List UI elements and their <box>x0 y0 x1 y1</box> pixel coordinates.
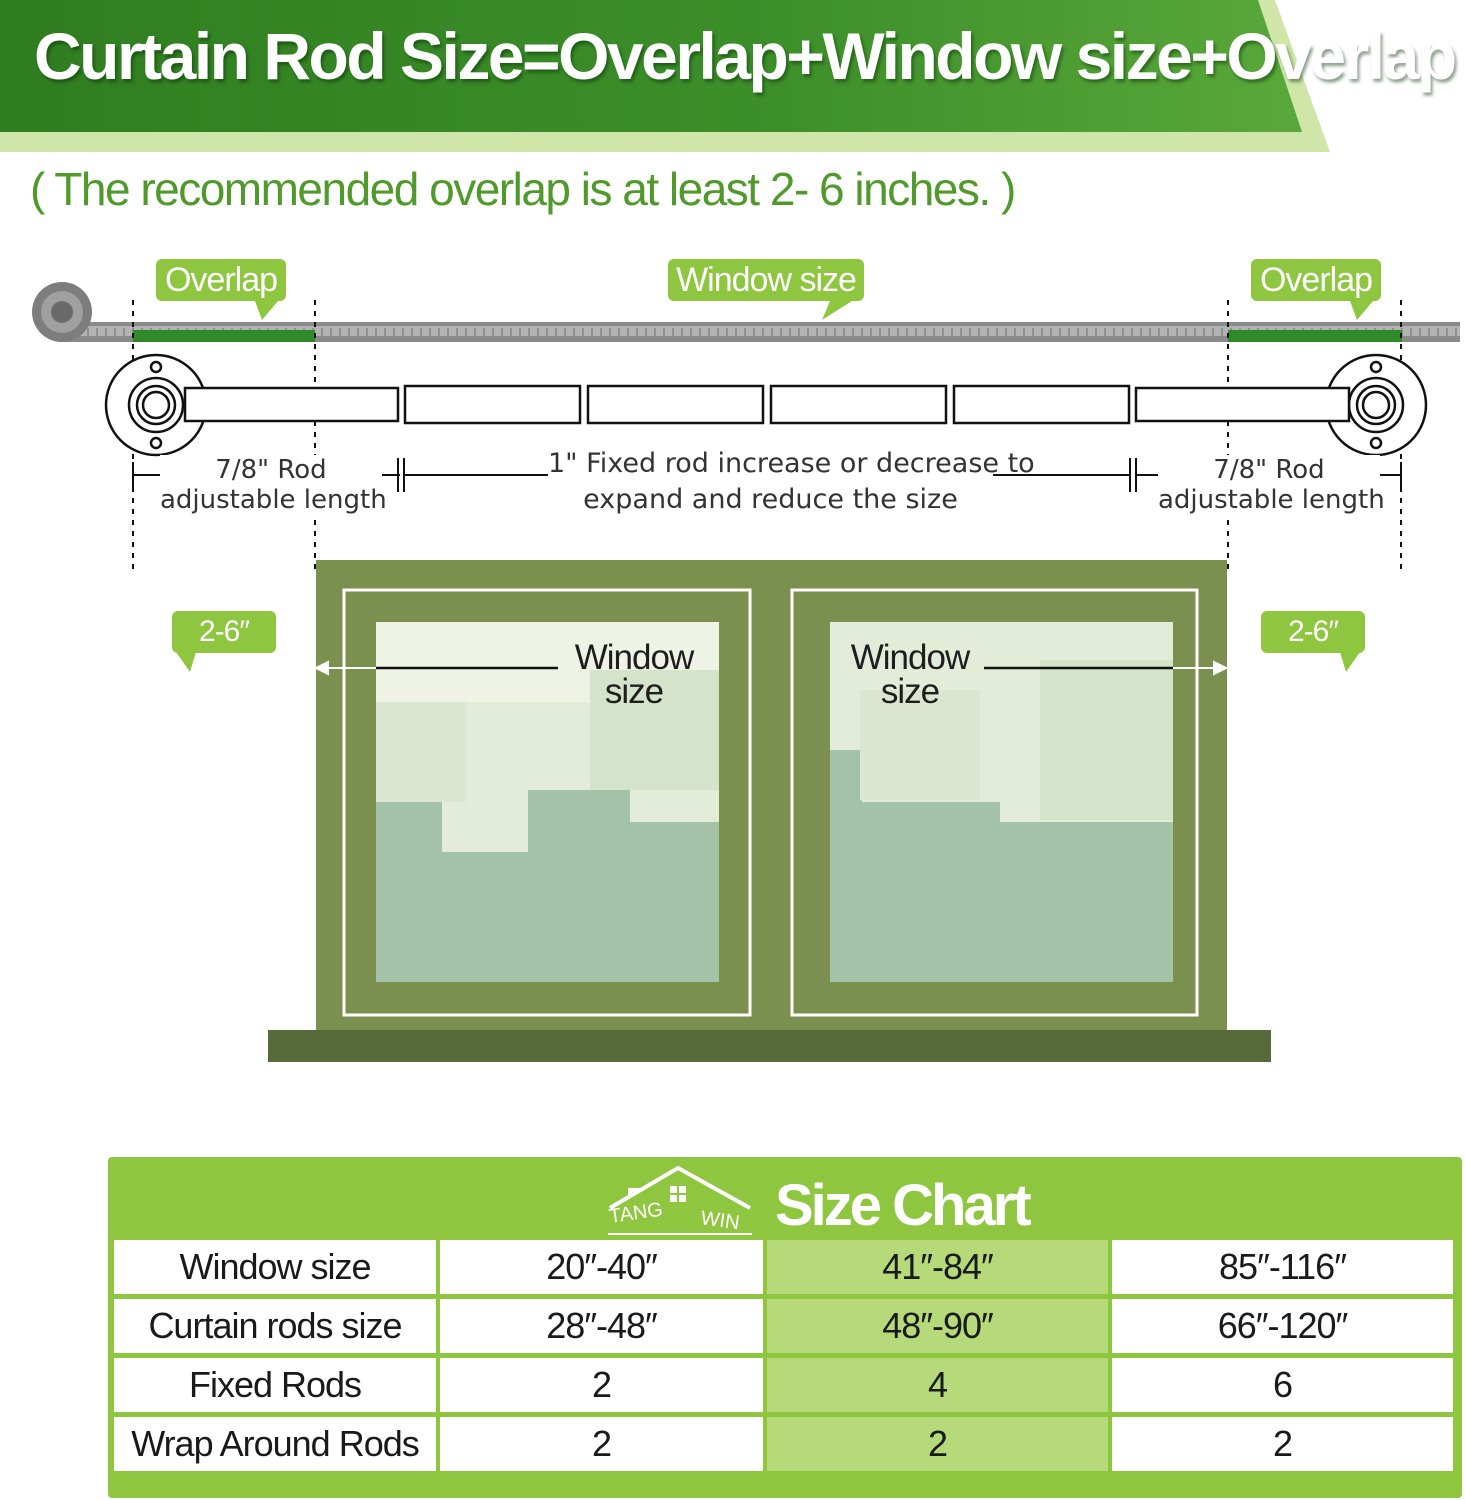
page-subtitle: ( The recommended overlap is at least 2-… <box>30 163 1016 215</box>
overlap-right-value: 2-6″ <box>1261 611 1365 653</box>
brand-logo: TANG WIN <box>608 1165 752 1235</box>
table-cell: 41″-84″ <box>767 1240 1108 1294</box>
table-cell: 2 <box>440 1358 763 1412</box>
fixed-rod-label: 1" Fixed rod increase or decrease to exp… <box>548 446 1035 518</box>
row-label: Fixed Rods <box>114 1358 436 1412</box>
tag-pointers <box>255 301 1373 320</box>
window-left-label: Window size <box>574 638 694 711</box>
overlap-guides <box>132 300 1402 575</box>
size-chart-title: Size Chart <box>775 1173 1032 1238</box>
header-banner <box>0 0 1330 152</box>
table-cell: 2 <box>1112 1417 1453 1471</box>
rod-left-label: 7/8" Rod adjustable length <box>160 455 387 515</box>
overlap-left-value: 2-6″ <box>172 611 276 653</box>
table-cell: 20″-40″ <box>440 1240 763 1294</box>
table-cell: 28″-48″ <box>440 1299 763 1353</box>
row-label: Wrap Around Rods <box>114 1417 436 1471</box>
row-label: Window size <box>114 1240 436 1294</box>
table-cell: 66″-120″ <box>1112 1299 1453 1353</box>
table-cell: 85″-116″ <box>1112 1240 1453 1294</box>
page-title: Curtain Rod Size=Overlap+Window size+Ove… <box>34 19 1457 93</box>
table-cell: 6 <box>1112 1358 1453 1412</box>
table-cell: 4 <box>767 1358 1108 1412</box>
table-cell: 2 <box>440 1417 763 1471</box>
left-bracket-icon <box>104 353 208 457</box>
rod-diagram <box>32 282 1460 575</box>
window-size-tag: Window size <box>668 259 864 301</box>
logo-text-right: WIN <box>699 1207 741 1234</box>
rod-segments <box>183 384 1351 425</box>
window-illustration <box>268 560 1271 1062</box>
window-right-label: Window size <box>850 638 970 711</box>
rod-right-label: 7/8" Rod adjustable length <box>1158 455 1385 515</box>
right-bracket-icon <box>1324 353 1428 457</box>
overlap-left-tag: Overlap <box>156 259 286 301</box>
overlap-right-tag: Overlap <box>1251 259 1381 301</box>
table-cell: 48″-90″ <box>767 1299 1108 1353</box>
row-label: Curtain rods size <box>114 1299 436 1353</box>
value-tag-pointers <box>176 652 1360 672</box>
tape-measure <box>32 282 1460 342</box>
table-cell: 2 <box>767 1417 1108 1471</box>
